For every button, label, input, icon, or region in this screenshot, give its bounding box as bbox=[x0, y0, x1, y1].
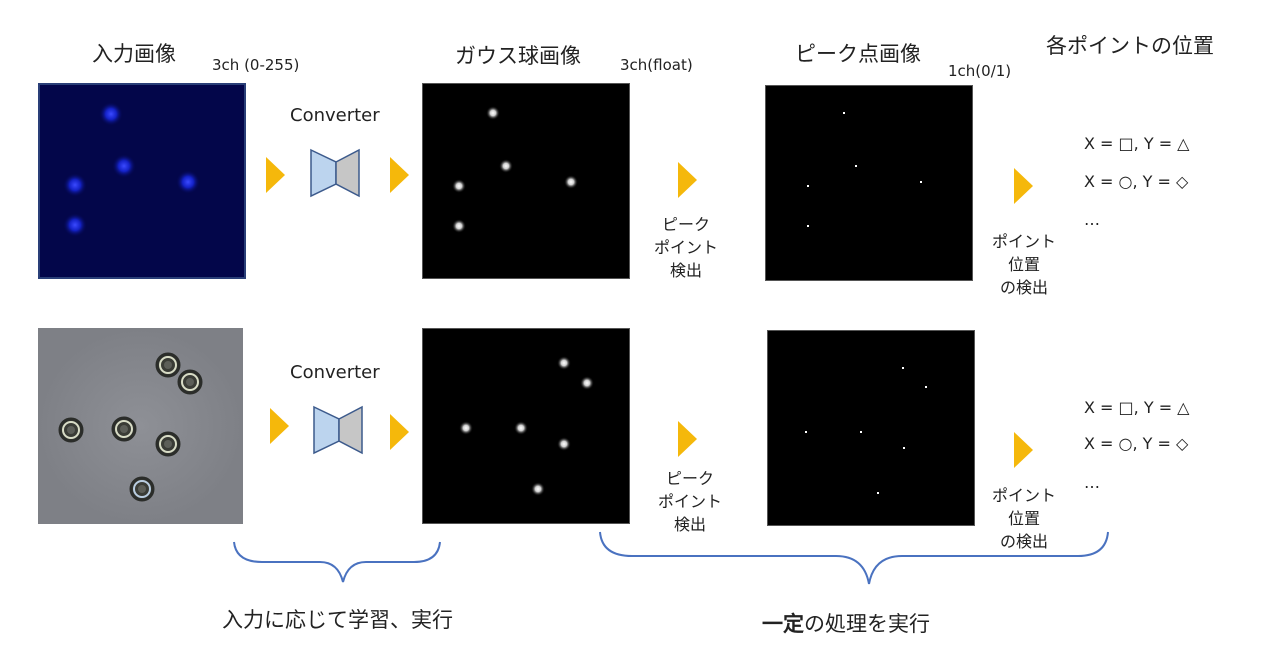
step-line: の検出 bbox=[999, 278, 1048, 297]
peak-dots bbox=[807, 112, 922, 227]
converter-icon bbox=[310, 148, 360, 198]
position-detect-step: ポイント 位置 の検出 bbox=[982, 230, 1066, 299]
peak-image-header: ピーク点画像 bbox=[795, 42, 921, 66]
result-line: … bbox=[1084, 210, 1100, 229]
step-line: ポイント bbox=[653, 238, 718, 257]
input-channel-label: 3ch (0-255) bbox=[212, 56, 300, 74]
fixed-caption: 一定の処理を実行 bbox=[762, 608, 930, 638]
converter-icon bbox=[313, 405, 363, 455]
result-line: X = ○, Y = ◇ bbox=[1084, 172, 1189, 191]
fixed-caption-bold: 一定 bbox=[762, 612, 804, 636]
gauss-spots bbox=[452, 106, 578, 233]
step-line: ポイント bbox=[991, 232, 1056, 251]
step-line: 検出 bbox=[669, 261, 702, 280]
gauss-image bbox=[422, 83, 630, 279]
converter-label: Converter bbox=[290, 105, 380, 126]
arrow-right-icon bbox=[266, 157, 285, 193]
step-line: 位置 bbox=[1007, 509, 1040, 528]
arrow-right-icon bbox=[678, 421, 697, 457]
fixed-caption-rest: の処理を実行 bbox=[804, 612, 930, 636]
peak-image bbox=[767, 330, 975, 526]
step-line: 位置 bbox=[1007, 255, 1040, 274]
gauss-image-header: ガウス球画像 bbox=[455, 44, 581, 68]
position-detect-step: ポイント 位置 の検出 bbox=[982, 484, 1066, 553]
peak-channel-label: 1ch(0/1) bbox=[948, 62, 1012, 80]
result-line: X = ○, Y = ◇ bbox=[1084, 434, 1189, 453]
step-line: ポイント bbox=[991, 486, 1056, 505]
blue-spots bbox=[63, 102, 200, 237]
input-image-photo bbox=[38, 328, 243, 524]
peak-image bbox=[765, 85, 973, 281]
arrow-right-icon bbox=[678, 162, 697, 198]
step-line: 検出 bbox=[673, 515, 706, 534]
arrow-right-icon bbox=[1014, 168, 1033, 204]
result-line: … bbox=[1084, 473, 1100, 492]
nut-photo bbox=[38, 328, 243, 524]
learn-caption: 入力に応じて学習、実行 bbox=[222, 608, 453, 632]
gauss-image bbox=[422, 328, 630, 524]
fixed-brace bbox=[599, 531, 1109, 585]
step-line: ピーク bbox=[665, 469, 714, 488]
step-line: ポイント bbox=[657, 492, 722, 511]
arrow-right-icon bbox=[390, 157, 409, 193]
arrow-right-icon bbox=[1014, 432, 1033, 468]
gauss-spots bbox=[459, 356, 594, 496]
result-line: X = □, Y = △ bbox=[1084, 134, 1190, 153]
input-image-header: 入力画像 bbox=[92, 42, 176, 66]
step-line: ピーク bbox=[661, 215, 710, 234]
positions-header: 各ポイントの位置 bbox=[1046, 34, 1214, 58]
step-line: の検出 bbox=[999, 532, 1048, 551]
gauss-channel-label: 3ch(float) bbox=[620, 56, 693, 74]
learn-brace bbox=[233, 541, 441, 583]
peak-detect-step: ピーク ポイント 検出 bbox=[644, 213, 728, 282]
result-line: X = □, Y = △ bbox=[1084, 398, 1190, 417]
input-image-blue bbox=[38, 83, 246, 279]
arrow-right-icon bbox=[270, 408, 289, 444]
converter-label: Converter bbox=[290, 362, 380, 383]
peak-detect-step: ピーク ポイント 検出 bbox=[648, 467, 732, 536]
arrow-right-icon bbox=[390, 414, 409, 450]
peak-dots bbox=[805, 367, 927, 494]
